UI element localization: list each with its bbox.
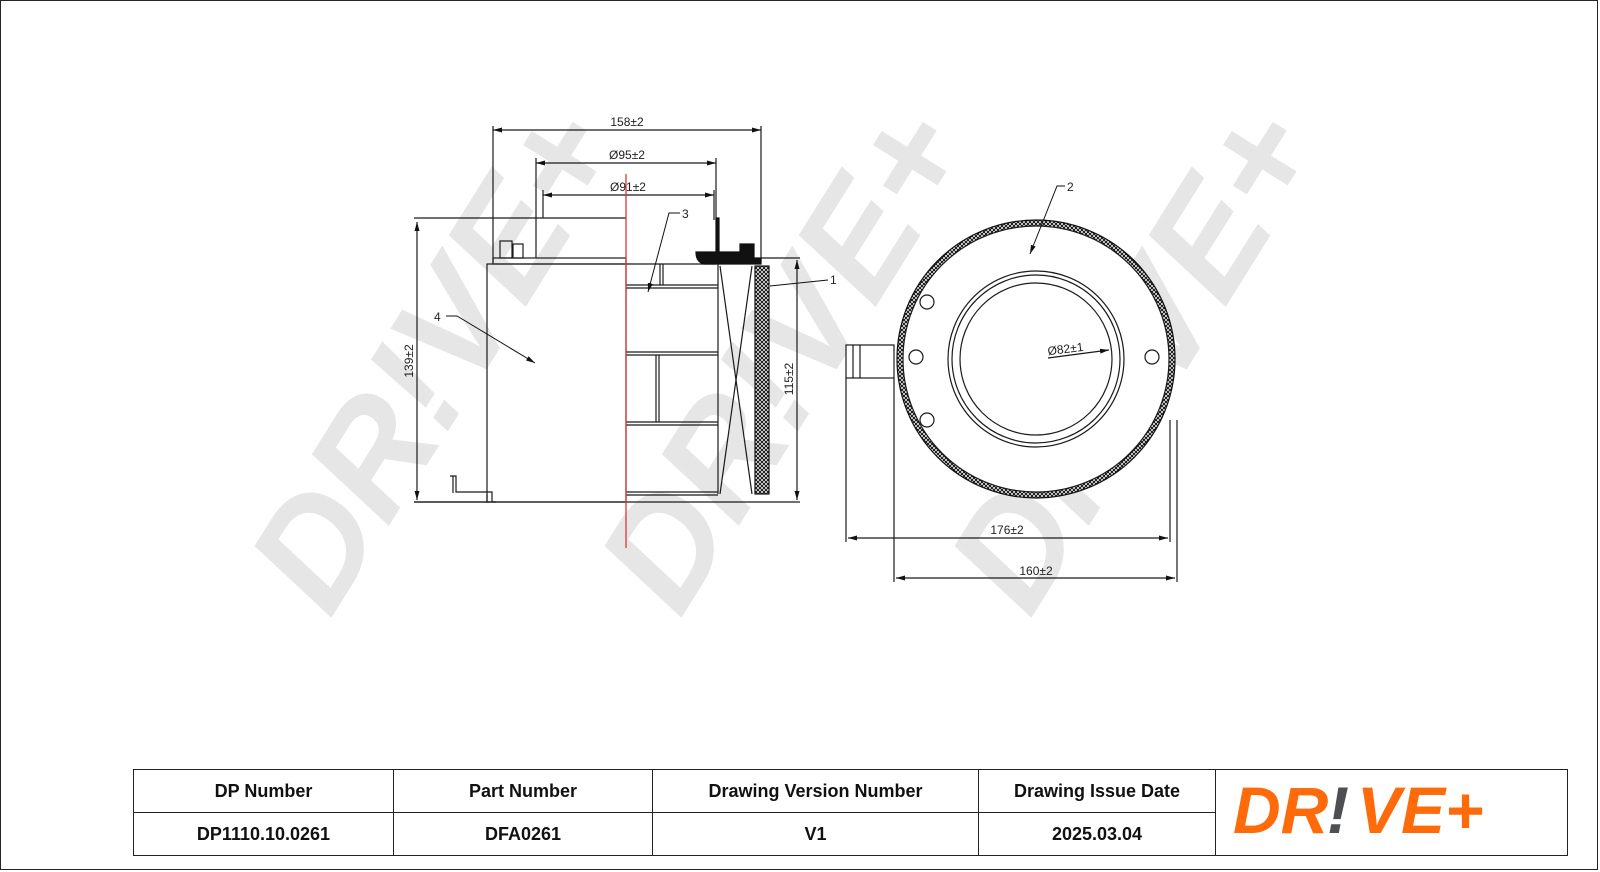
dim-outer-diameter: 160±2 [1019,564,1053,578]
value-part-number: DFA0261 [393,812,653,856]
dim-width-with-tab: 176±2 [990,523,1024,537]
dim-overall-width: 158±2 [610,115,644,129]
value-drawing-version: V1 [652,812,979,856]
side-view-callouts [446,212,829,364]
header-part-number: Part Number [393,769,653,813]
dim-outer-diameter-top: Ø95±2 [609,148,645,162]
callout-4: 4 [434,310,441,324]
side-view [414,126,800,503]
dim-total-height: 139±2 [402,344,416,378]
value-issue-date: 2025.03.04 [978,812,1216,856]
header-drawing-version: Drawing Version Number [652,769,979,813]
header-dp-number: DP Number [133,769,394,813]
callout-3: 3 [682,207,689,221]
callout-labels: 1 3 4 2 [434,180,1074,324]
dim-inner-diameter: Ø82±1 [1047,340,1085,358]
value-dp-number: DP1110.10.0261 [133,812,394,856]
logo-text-ve: VE+ [1357,775,1484,845]
logo-text-mark: ! [1327,775,1349,845]
dimension-labels: 158±2 Ø95±2 Ø91±2 139±2 115±2 Ø82±1 176±… [402,115,1085,578]
title-block-header-row: DP Number Part Number Drawing Version Nu… [133,769,1568,856]
header-issue-date: Drawing Issue Date [978,769,1216,813]
logo-text-dr: DR [1233,775,1329,845]
top-view [845,185,1178,582]
callout-1: 1 [830,273,837,287]
title-block-value-row: DP1110.10.0261 DFA0261 V1 2025.03.04 [133,812,1568,856]
dim-body-height: 115±2 [782,362,796,395]
title-block: DP Number Part Number Drawing Version Nu… [133,769,1568,856]
watermark: DR!VE+ DR!VE+ DR!VE+ [215,78,1351,637]
logo-cell: DR ! VE+ [1215,769,1568,856]
drive-plus-logo: DR ! VE+ [1233,773,1484,847]
callout-2: 2 [1067,180,1074,194]
dim-inner-diameter-top: Ø91±2 [610,180,646,194]
